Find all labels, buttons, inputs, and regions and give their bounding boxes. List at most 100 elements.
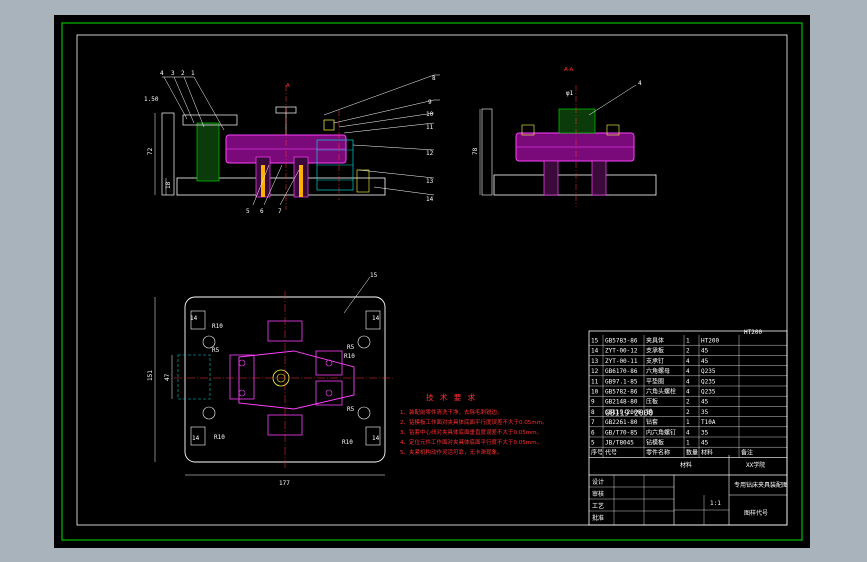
parts-cell: ZYT-00-12 [605,348,638,355]
parts-cell: 4 [686,389,690,396]
section-label: A-A [564,67,574,73]
front-dim-height: 72 [147,147,154,155]
parts-header-cell: 序号 [591,449,603,457]
parts-cell: GB119-2000 [605,409,642,416]
parts-cell: 平垫圈 [646,377,664,385]
parts-cell: 5 [591,440,595,447]
callout-13: 13 [426,178,434,185]
parts-cell: 1 [686,419,690,426]
front-dim-top: 1.50 [144,96,159,103]
callout-9: 9 [428,99,432,106]
parts-cell: 2 [686,399,690,406]
parts-cell: 1 [686,338,690,345]
title-school: XX学院 [746,461,765,469]
parts-cell: GB2261-80 [605,419,638,426]
plan-dim-r10-tl: R10 [212,323,223,330]
parts-cell: 支承钉 [646,357,664,365]
side-view: 78 A-A 4 φ1 [472,67,657,207]
parts-cell: 8 [591,409,595,416]
callout-5: 5 [246,208,250,215]
parts-cell: 12 [591,368,599,375]
parts-big-label: GB119-2000 [605,409,653,418]
front-view: 72 18 1.50 A 4 3 2 1 8 9 10 11 12 13 14 [144,70,440,215]
plan-dim-r5-br: R5 [347,406,355,413]
parts-cell: 15 [591,338,599,345]
parts-cell: 夹具体 [646,337,664,345]
parts-cell: 45 [701,440,709,447]
parts-cell: 4 [686,358,690,365]
cad-drawing: 72 18 1.50 A 4 3 2 1 8 9 10 11 12 13 14 [61,22,803,541]
drawing-frame [76,34,788,526]
side-dim-note: φ1 [566,90,574,97]
parts-cell: 13 [591,358,599,365]
parts-cell: 45 [701,348,709,355]
parts-cell: Q235 [701,389,716,396]
drawing-canvas: 72 18 1.50 A 4 3 2 1 8 9 10 11 12 13 14 [54,15,810,548]
parts-header-cell: 材料 [701,449,713,457]
parts-cell: GB/T70-85 [605,429,638,436]
tech-req-item: 1、装配前零件清洗干净，去除毛刺锐边。 [400,408,503,416]
tech-req-title: 技 术 要 求 [426,392,477,402]
parts-cell: GB5782-86 [605,389,638,396]
parts-cell: 销 [646,408,652,416]
plan-callout-15: 15 [370,272,378,279]
side-callout-4: 4 [638,80,642,87]
callout-7: 7 [278,208,282,215]
tech-req-item: 2、钻模板工作面对夹具体底面平行度误差不大于0.05mm。 [400,418,547,426]
plan-dim-edge-bl: 14 [192,435,200,442]
title-row: 审核 [592,490,604,498]
parts-cell: 钻套 [646,418,658,426]
parts-header-cell: 数量 [686,449,698,457]
parts-cell: 2 [686,409,690,416]
parts-cell: 35 [701,409,709,416]
callout-2: 2 [181,70,185,77]
parts-cell: GB5783-86 [605,338,638,345]
parts-cell: 45 [701,399,709,406]
parts-cell: 钻模板 [646,439,664,447]
parts-cell: 11 [591,378,599,385]
parts-cell: T10A [701,419,716,426]
plan-dim-r5-l: R5 [212,347,220,354]
plan-dim-r5-tr: R5 [347,344,355,351]
parts-cell: 4 [686,378,690,385]
title-row: 设计 [592,478,604,486]
callout-14: 14 [426,196,434,203]
plan-dim-slot: 47 [164,373,171,381]
plan-dim-height: 151 [147,370,154,381]
callout-10: 10 [426,111,434,118]
plan-dim-edge-tr: 14 [372,315,380,322]
title-block: 材料 XX学院 专用钻床夹具装配图 1:1 图样代号 设计 审核 工艺 批准 [589,455,788,525]
parts-cell: GB6170-86 [605,368,638,375]
front-dim-base: 18 [165,181,172,189]
inner-border [61,22,803,541]
title-drawing-title: 专用钻床夹具装配图 [734,481,788,489]
front-section-mark: A [286,83,290,89]
plan-dim-edge-tl: 14 [190,315,198,322]
parts-cell: 支承板 [646,347,664,355]
parts-cell: 9 [591,399,595,406]
parts-cell: 六角头螺栓 [646,388,676,396]
parts-cell: Q235 [701,368,716,375]
plan-view: 177 151 47 R10 R10 R10 R10 R5 R5 R5 14 1… [147,272,394,487]
plan-dim-r10-bl: R10 [214,434,225,441]
parts-top-code: HT200 [744,329,762,336]
parts-cell: HT200 [701,338,719,345]
tech-req-item: 4、定位元件工作面对夹具体底面平行度不大于0.05mm。 [400,438,542,446]
parts-cell: GB97.1-85 [605,378,638,385]
parts-cell: 2 [686,348,690,355]
callout-4: 4 [160,70,164,77]
plan-dim-width: 177 [279,480,290,487]
parts-cell: JB/T8045 [605,440,634,447]
parts-header-cell: 代号 [605,449,617,457]
plan-dim-r10-tr: R10 [344,353,355,360]
plan-dim-r10-br: R10 [342,439,353,446]
parts-cell: 压板 [646,398,658,406]
parts-cell: 1 [686,440,690,447]
callout-8: 8 [432,75,436,82]
parts-cell: 内六角螺钉 [646,428,676,436]
parts-cell: 10 [591,389,599,396]
callout-6: 6 [260,208,264,215]
parts-cell: 7 [591,419,595,426]
callout-12: 12 [426,150,434,157]
